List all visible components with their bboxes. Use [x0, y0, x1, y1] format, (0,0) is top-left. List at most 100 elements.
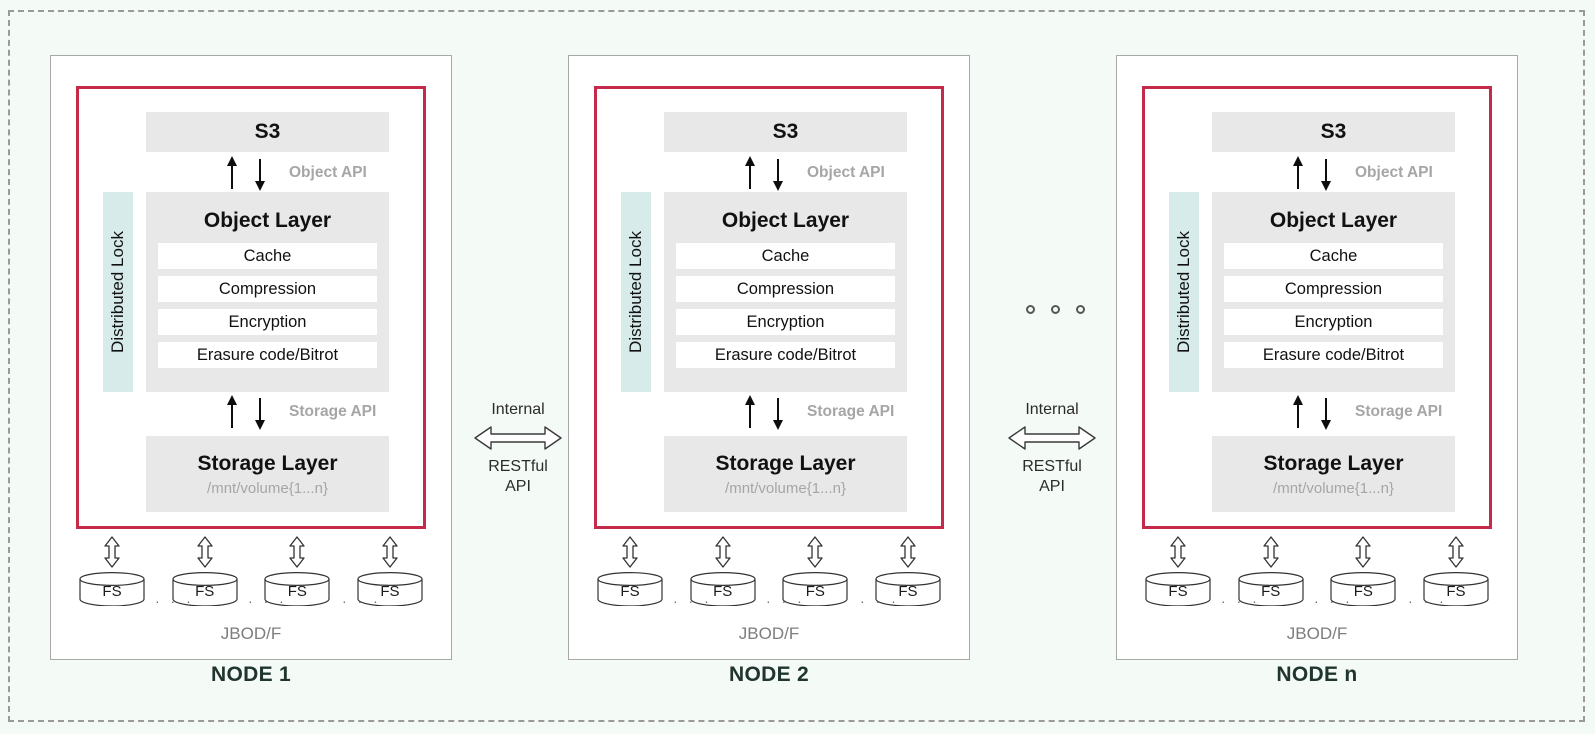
fs-separator-dots: · · · [155, 593, 195, 609]
fs-disk-icon: FS [1423, 572, 1489, 606]
distributed-lock-label-1: Distributed Lock [108, 231, 127, 353]
server-frame-2: S3 Object API Distributed Lock Object La… [594, 86, 944, 529]
fs-label: FS [1168, 583, 1188, 600]
bidirectional-arrow-icon [806, 536, 824, 568]
object-layer-item-erasure-n: Erasure code/Bitrot [1224, 342, 1443, 368]
fs-disk-icon: FS [172, 572, 238, 606]
fs-disk-icon: FS [1330, 572, 1396, 606]
arrow-up-icon [743, 395, 757, 429]
fs-unit: FS [1142, 536, 1214, 606]
node-box-1: S3 Object API Distributed Lock Object La… [50, 55, 452, 660]
storage-layer-title-n: Storage Layer [1263, 451, 1404, 475]
fs-row-2: FS FS [594, 536, 944, 618]
bidirectional-arrow-icon [1447, 536, 1465, 568]
fs-row-1: FS FS [76, 536, 426, 618]
storage-layer-title-1: Storage Layer [197, 451, 338, 475]
server-frame-1: S3 Object API Distributed Lock Object La… [76, 86, 426, 529]
node-column-n: S3 Object API Distributed Lock Object La… [1116, 55, 1518, 695]
connector-top-label-1: Internal [491, 401, 545, 418]
object-layer-item-compression-2: Compression [676, 276, 895, 302]
jbod-label-2: JBOD/F [738, 624, 800, 643]
fs-unit: FS [872, 536, 944, 606]
fs-unit: FS [779, 536, 851, 606]
arrow-down-icon [771, 156, 785, 191]
bidirectional-horizontal-arrow-icon [1007, 423, 1097, 453]
storage-layer-path-1: /mnt/volume{1...n} [207, 479, 328, 497]
fs-disk-icon: FS [264, 572, 330, 606]
fs-unit: FS [1235, 536, 1307, 606]
object-layer-title-n: Object Layer [1269, 209, 1398, 232]
ellipsis-ring-icon [1025, 305, 1035, 314]
arrow-down-icon [1319, 395, 1333, 430]
arrow-down-icon [771, 395, 785, 430]
node-box-2: S3 Object API Distributed Lock Object La… [568, 55, 970, 660]
fs-label: FS [195, 583, 215, 600]
bidirectional-arrow-icon [714, 536, 732, 568]
object-layer-item-cache-1: Cache [158, 243, 377, 269]
fs-label: FS [1261, 583, 1281, 600]
fs-disk-icon: FS [690, 572, 756, 606]
bidirectional-horizontal-arrow-icon [473, 423, 563, 453]
object-layer-item-cache-2: Cache [676, 243, 895, 269]
jbod-label-1: JBOD/F [220, 624, 282, 643]
storage-api-arrows-2: Storage API [664, 391, 1043, 433]
object-api-arrows-n: Object API [1212, 152, 1591, 194]
arrow-down-icon [253, 395, 267, 430]
node-label-n: NODE n [1276, 663, 1358, 686]
storage-layer-2: Storage Layer /mnt/volume{1...n} [664, 436, 907, 512]
fs-label: FS [102, 583, 122, 600]
bidirectional-arrow-icon [288, 536, 306, 568]
storage-api-label-n: Storage API [1355, 403, 1443, 420]
object-layer-item-compression-1: Compression [158, 276, 377, 302]
fs-label: FS [713, 583, 733, 600]
storage-layer-title-2: Storage Layer [715, 451, 856, 475]
object-layer-item-encryption-n: Encryption [1224, 309, 1443, 335]
object-layer-item-erasure-2: Erasure code/Bitrot [676, 342, 895, 368]
fs-disk-icon: FS [357, 572, 423, 606]
arrow-up-icon [1291, 395, 1305, 429]
arrow-down-icon [253, 156, 267, 191]
fs-unit: FS [1327, 536, 1399, 606]
arrow-up-icon [1291, 156, 1305, 190]
fs-disk-icon: FS [875, 572, 941, 606]
storage-layer-path-n: /mnt/volume{1...n} [1273, 479, 1394, 497]
node-label-1: NODE 1 [211, 663, 291, 686]
jbod-area-n: FS FS [1142, 536, 1492, 651]
bidirectional-arrow-icon [196, 536, 214, 568]
arrow-up-icon [225, 395, 239, 429]
distributed-lock-2: Distributed Lock [621, 192, 651, 392]
s3-block-n: S3 [1212, 112, 1455, 152]
object-api-label-1: Object API [289, 164, 367, 181]
node-label-2: NODE 2 [729, 663, 809, 686]
distributed-lock-n: Distributed Lock [1169, 192, 1199, 392]
fs-unit: FS [354, 536, 426, 606]
fs-unit: FS [1420, 536, 1492, 606]
jbod-label-n: JBOD/F [1286, 624, 1348, 643]
storage-api-label-2: Storage API [807, 403, 895, 420]
bidirectional-arrow-icon [899, 536, 917, 568]
storage-layer-1: Storage Layer /mnt/volume{1...n} [146, 436, 389, 512]
bidirectional-arrow-icon [1354, 536, 1372, 568]
s3-block-1: S3 [146, 112, 389, 152]
fs-separator-dots: · · · [1314, 593, 1354, 609]
storage-layer-n: Storage Layer /mnt/volume{1...n} [1212, 436, 1455, 512]
ellipsis-ring-icon [1050, 305, 1060, 314]
object-layer-item-encryption-1: Encryption [158, 309, 377, 335]
object-api-label-2: Object API [807, 164, 885, 181]
fs-separator-dots: · · · [860, 593, 900, 609]
storage-layer-path-2: /mnt/volume{1...n} [725, 479, 846, 497]
fs-unit: FS [687, 536, 759, 606]
arrow-up-icon [743, 156, 757, 190]
fs-row-n: FS FS [1142, 536, 1492, 618]
fs-separator-dots: · · · [342, 593, 382, 609]
node-box-n: S3 Object API Distributed Lock Object La… [1116, 55, 1518, 660]
storage-api-arrows-1: Storage API [146, 391, 525, 433]
fs-disk-icon: FS [782, 572, 848, 606]
fs-disk-icon: FS [1238, 572, 1304, 606]
server-frame-n: S3 Object API Distributed Lock Object La… [1142, 86, 1492, 529]
object-layer-item-encryption-2: Encryption [676, 309, 895, 335]
object-layer-title-1: Object Layer [203, 209, 332, 232]
